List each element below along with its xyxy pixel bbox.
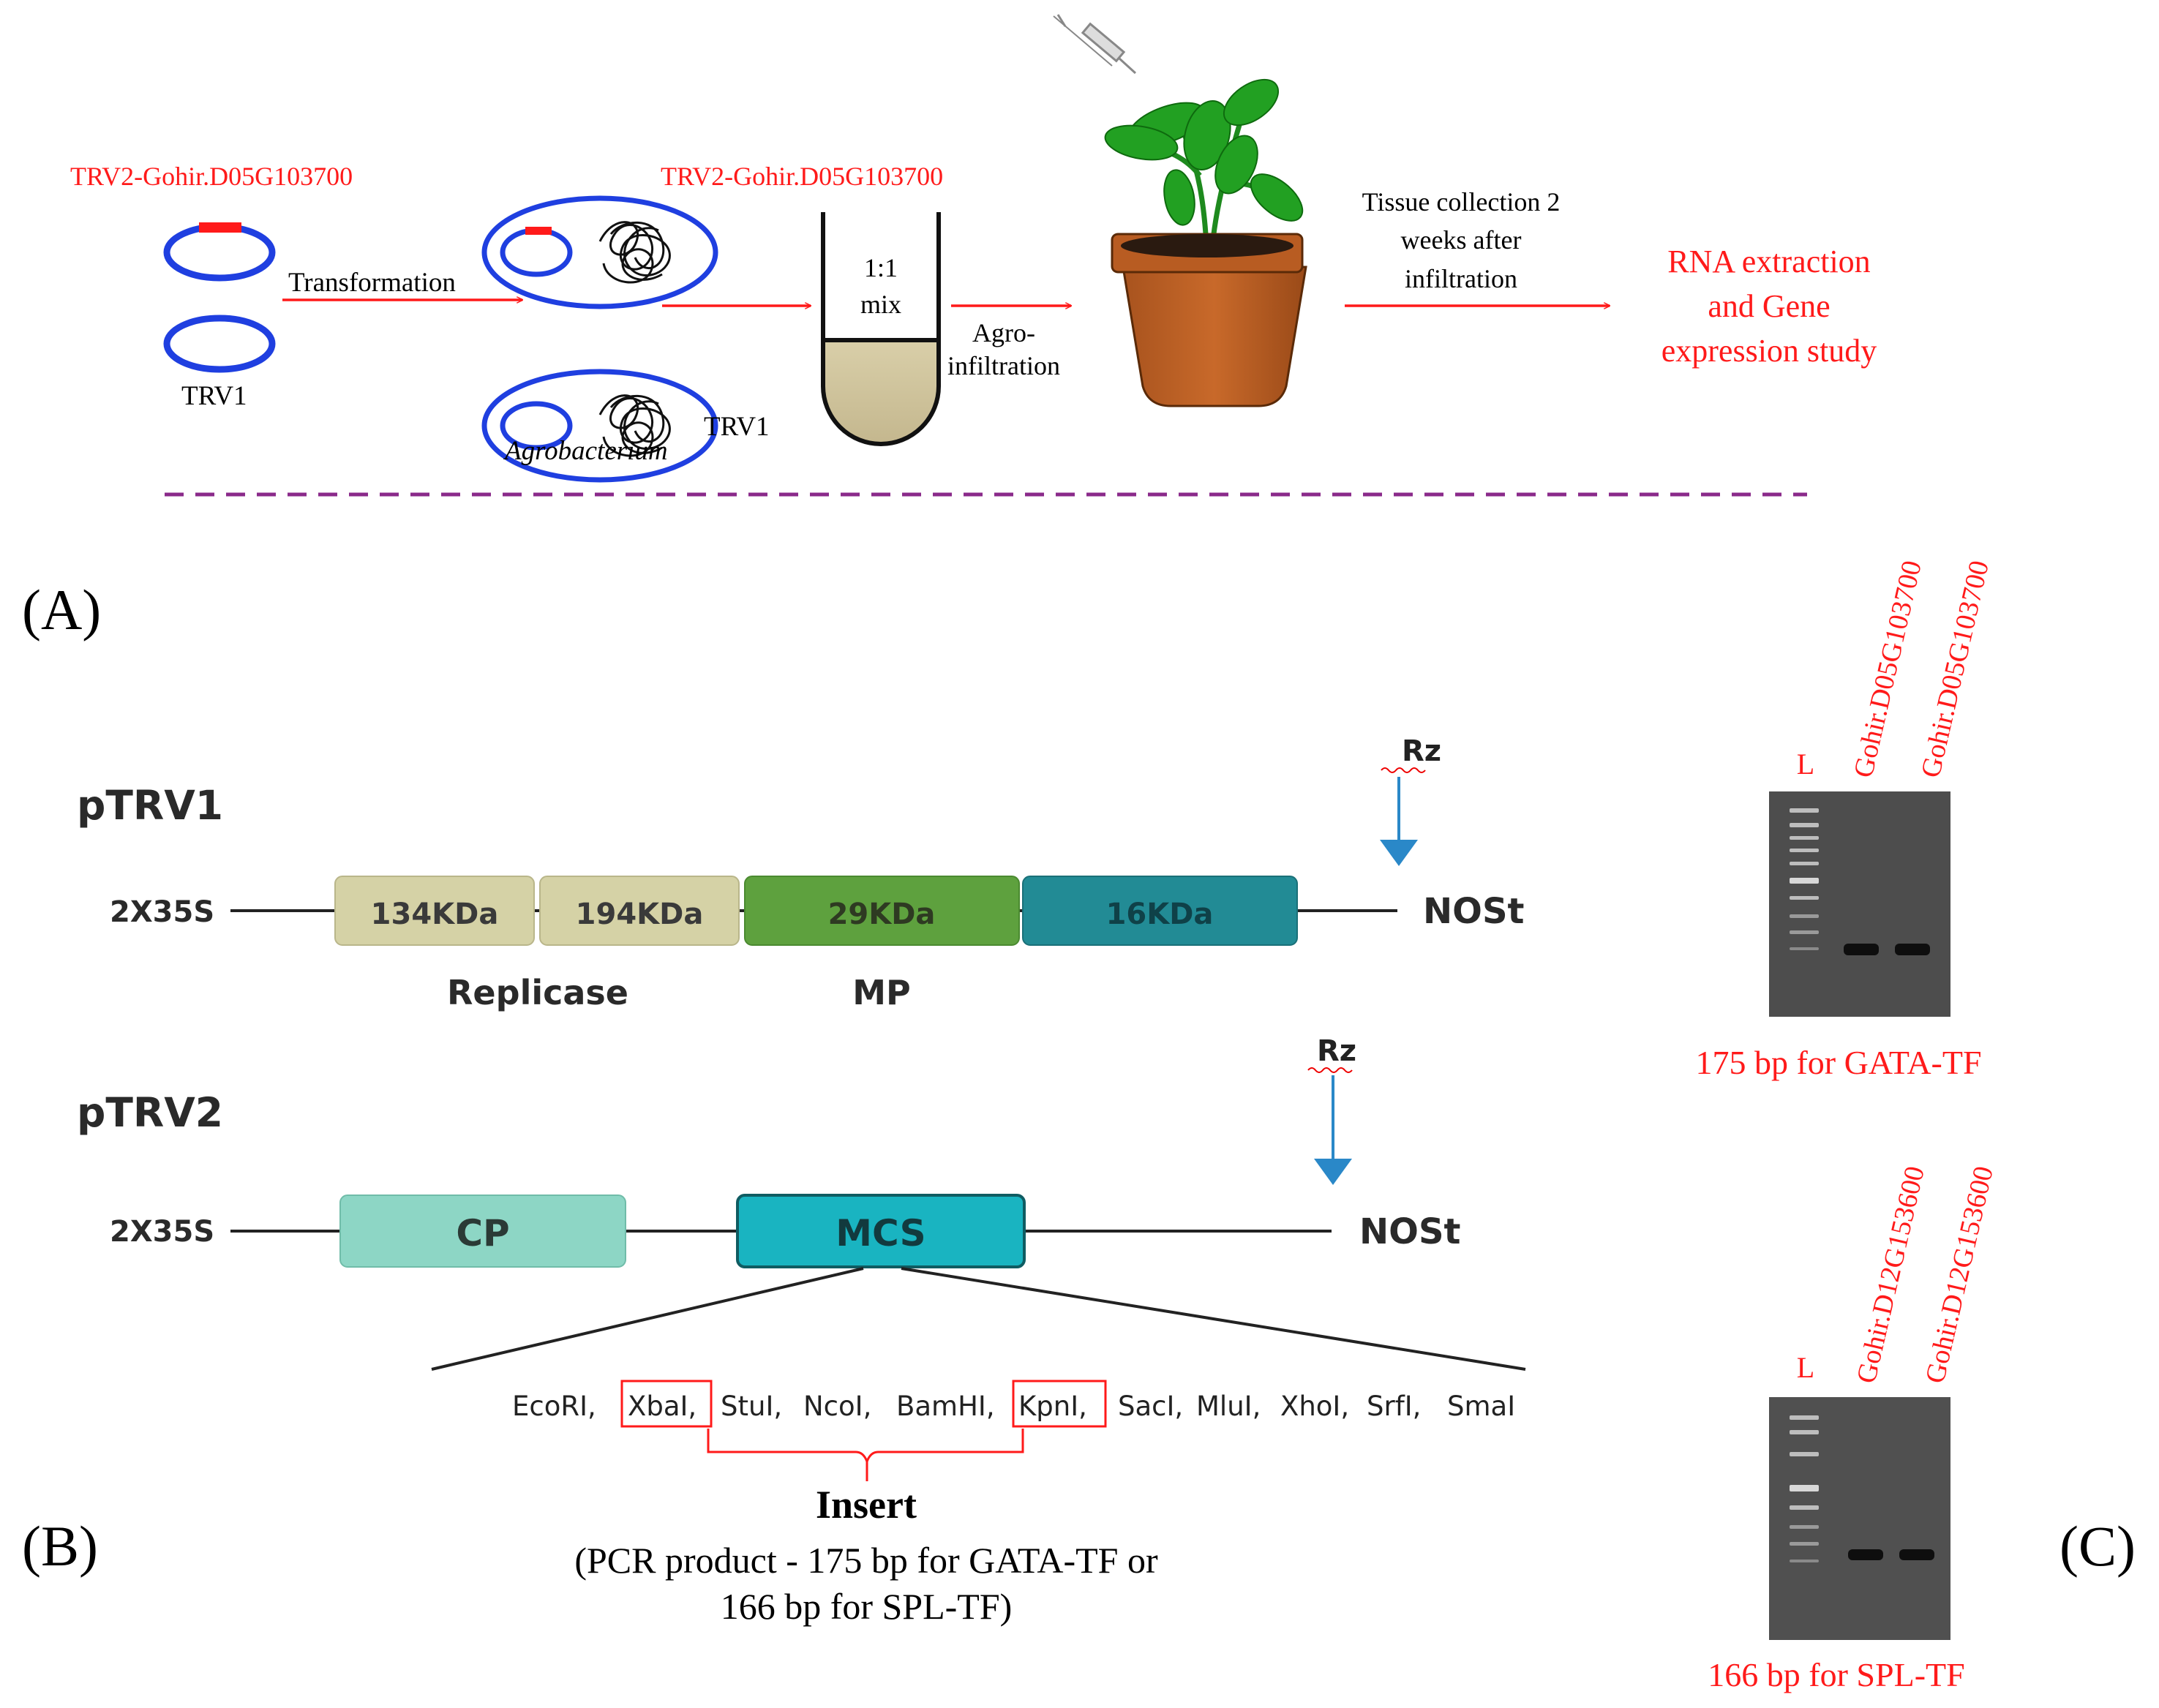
result-label-1: RNA extraction [1667, 244, 1870, 279]
ptrv2-cp-box [339, 1195, 626, 1268]
mix-ratio-label: 1:1 [864, 253, 898, 282]
ptrv1-title: pTRV1 [77, 782, 223, 829]
plant-pot-icon [1104, 78, 1307, 407]
ptrv1-rz-arrowhead-icon [1380, 840, 1418, 866]
site-xhoi: XhoI, [1280, 1391, 1349, 1422]
gel2-caption: 166 bp for SPL-TF [1708, 1656, 1964, 1693]
ptrv1-group-mp: MP [852, 973, 911, 1012]
gel2-band-lane2 [1899, 1549, 1934, 1560]
gel2-lane1-label: Gohir.D12G153600 [1851, 1163, 1931, 1386]
result-label-3: expression study [1662, 333, 1877, 369]
agrobacterium-label: Agrobacterium [503, 436, 668, 466]
trv1-label: TRV1 [181, 381, 247, 411]
ptrv1-seg-label-29: 29KDa [828, 898, 936, 931]
gel2-ladder-bands [1790, 1415, 1819, 1562]
transformation-label: Transformation [288, 268, 456, 298]
ptrv2-rz-underline [1307, 1067, 1353, 1073]
mixing-tube-icon [821, 212, 941, 446]
site-xbai: XbaI, [628, 1391, 696, 1422]
agro-infiltration-label-1: Agro- [972, 318, 1035, 347]
panel-c: L Gohir.D05G103700 Gohir.D05G103700 175 … [1695, 557, 2136, 1693]
gel1-caption: 175 bp for GATA-TF [1695, 1044, 1981, 1081]
trv1-plasmid-in-cell-icon [500, 401, 573, 451]
site-ecori: EcoRI, [512, 1391, 596, 1422]
site-srfi: SrfI, [1367, 1391, 1421, 1422]
insert-in-cell-icon [525, 227, 552, 235]
gel1-band-lane1 [1844, 944, 1879, 955]
construct-label-left: TRV2-Gohir.D05G103700 [70, 162, 353, 191]
result-label-2: and Gene [1708, 288, 1830, 324]
insert-desc-1: (PCR product - 175 bp for GATA-TF or [574, 1540, 1158, 1581]
ptrv1-segment-29kda [744, 876, 1020, 946]
chromosome-icon-2 [598, 394, 671, 457]
insert-bracket [707, 1429, 1024, 1465]
mcs-expansion-right [901, 1267, 1526, 1371]
ptrv1-segment-194kda [539, 876, 740, 946]
insert-title: Insert [816, 1483, 917, 1527]
trv1-agro-label: TRV1 [704, 412, 770, 442]
site-bamhi: BamHI, [896, 1391, 995, 1422]
gel2-band-lane1 [1848, 1549, 1883, 1560]
syringe-icon [1053, 14, 1137, 75]
trv1-plasmid-icon [163, 315, 276, 373]
ptrv2-rz-arrowhead-icon [1314, 1159, 1352, 1185]
ptrv1-ribozyme-label: Rz [1402, 734, 1441, 768]
site-ncoi: NcoI, [803, 1391, 871, 1422]
ptrv1-seg-label-16: 16KDa [1106, 898, 1214, 931]
ptrv2-promoter: 2X35S [110, 1215, 214, 1249]
ptrv1-segment-134kda [334, 876, 535, 946]
site-kpni: KpnI, [1018, 1391, 1087, 1422]
panel-b: pTRV1 2X35S 134KDa 194KDa 29KDa 16KDa NO… [22, 734, 1526, 1627]
gel1-ladder-bands [1790, 808, 1819, 950]
ptrv1-group-replicase: Replicase [447, 973, 628, 1012]
gel1-band-lane2 [1895, 944, 1930, 955]
ptrv2-mcs-label: MCS [836, 1212, 925, 1254]
mcs-expansion-left [431, 1267, 864, 1371]
construct-label-right: TRV2-Gohir.D05G103700 [661, 162, 943, 191]
agrobacterium-cell-trv1 [481, 369, 718, 483]
trv2-plasmid-in-cell-icon [500, 227, 573, 277]
chromosome-icon [598, 221, 671, 284]
ptrv1-rz-underline [1381, 767, 1426, 773]
site-stui: StuI, [721, 1391, 782, 1422]
trv2-plasmid-icon [163, 223, 276, 282]
panel-label-b: (B) [22, 1514, 98, 1578]
gel2-ladder-label: L [1797, 1351, 1814, 1384]
agro-infiltration-label-2: infiltration [947, 351, 1060, 380]
ptrv2-terminator: NOSt [1359, 1211, 1461, 1252]
ptrv1-segment-16kda [1022, 876, 1298, 946]
site-saci: SacI, [1118, 1391, 1183, 1422]
panel-label-a: (A) [22, 578, 101, 642]
ptrv1-promoter: 2X35S [110, 895, 214, 929]
gel1-ladder-label: L [1797, 748, 1814, 780]
kpni-highlight-box [1012, 1380, 1107, 1428]
gel1-image [1769, 791, 1950, 1017]
xbai-highlight-box [620, 1380, 713, 1428]
panel-label-c: (C) [2060, 1514, 2136, 1578]
insert-desc-2: 166 bp for SPL-TF) [721, 1586, 1013, 1627]
site-smai: SmaI [1447, 1391, 1515, 1422]
ptrv2-cp-label: CP [456, 1212, 509, 1254]
ptrv2-mcs-box [736, 1194, 1026, 1268]
restriction-sites: EcoRI, XbaI, StuI, NcoI, BamHI, KpnI, Sa… [512, 1391, 1515, 1422]
tissue-label-1: Tissue collection 2 [1362, 187, 1561, 217]
tissue-label-2: weeks after [1401, 225, 1522, 255]
tissue-label-3: infiltration [1405, 264, 1517, 293]
insert-fragment-icon [199, 222, 241, 233]
gel2-image [1769, 1397, 1950, 1640]
ptrv1-terminator: NOSt [1423, 891, 1525, 932]
agrobacterium-cell-trv2 [481, 195, 718, 309]
panel-a: TRV2-Gohir.D05G103700 TRV1 Transformatio… [22, 14, 1877, 642]
gel2-lane2-label: Gohir.D12G153600 [1920, 1163, 2000, 1386]
ptrv2-title: pTRV2 [77, 1089, 223, 1136]
ptrv2-ribozyme-label: Rz [1317, 1034, 1356, 1068]
mix-word-label: mix [860, 290, 901, 319]
ptrv1-seg-label-194: 194KDa [576, 898, 704, 931]
site-mlui: MluI, [1196, 1391, 1261, 1422]
gel1-lane1-label: Gohir.D05G103700 [1848, 557, 1928, 780]
gel1-lane2-label: Gohir.D05G103700 [1915, 557, 1995, 780]
ptrv1-seg-label-134: 134KDa [371, 898, 499, 931]
